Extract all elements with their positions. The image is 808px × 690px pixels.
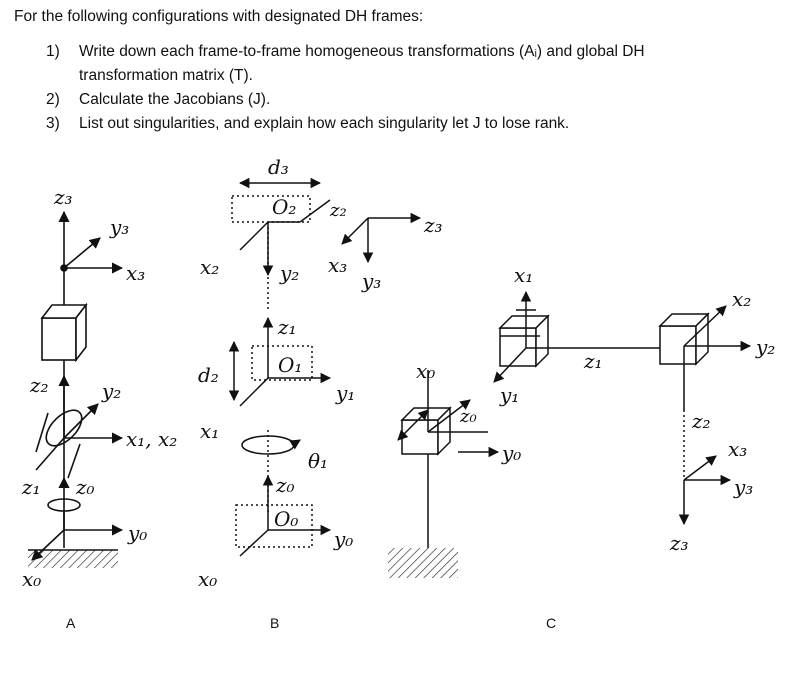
label-z1-c: z₁ <box>583 349 603 373</box>
label-y0-b: y₀ <box>333 527 353 551</box>
label-z3-c: z₃ <box>669 531 689 555</box>
label-O0-b: O₀ <box>274 507 298 531</box>
label-x0-c: x₀ <box>416 359 435 383</box>
question-1: 1) Write down each frame-to-frame homoge… <box>46 40 746 88</box>
base-box-c <box>401 419 439 455</box>
label-y2-c: y₂ <box>755 335 775 359</box>
label-x1-b: x₁ <box>200 419 219 443</box>
axis-y2-a <box>63 403 99 439</box>
label-x1-c: x₁ <box>514 263 533 287</box>
axis-z0-c <box>427 399 471 433</box>
label-x3-a: x₃ <box>126 261 145 285</box>
label-x2-c: x₂ <box>732 287 751 311</box>
caption-a: A <box>66 615 76 631</box>
question-3: 3) List out singularities, and explain h… <box>46 112 746 136</box>
axis-x0-c <box>397 409 429 441</box>
caption-c: C <box>546 615 556 631</box>
theta1-arrow <box>289 439 301 450</box>
joint2-box-c <box>659 325 697 365</box>
label-x3-c: x₃ <box>728 437 747 461</box>
label-z0-a: z₀ <box>75 475 95 499</box>
joint1-box-c <box>499 327 537 367</box>
label-z2-a: z₂ <box>29 373 49 397</box>
prismatic-box-a <box>41 317 77 361</box>
frame1-dotted-box <box>251 345 313 381</box>
axis-x0-b <box>239 529 269 557</box>
joint-cyl-side1 <box>35 412 49 453</box>
label-x1x2-a: x₁, x₂ <box>126 427 177 451</box>
question-2: 2) Calculate the Jacobians (J). <box>46 88 746 112</box>
label-y1-c: y₁ <box>499 383 519 407</box>
label-x2-b: x₂ <box>200 255 219 279</box>
figure-a <box>28 210 124 568</box>
label-z2-b: z₂ <box>329 200 347 221</box>
axis-x3-b <box>341 217 369 245</box>
label-theta1-b: θ₁ <box>308 449 328 473</box>
question-number: 3) <box>46 115 60 132</box>
axis-y1-c <box>493 347 527 383</box>
label-y2-b: y₂ <box>279 261 299 285</box>
axis-z2-b <box>299 199 331 223</box>
figure-a-labels: z₃ y₃ x₃ z₂ y₂ x₁, x₂ z₁ z₀ y₀ x₀ A <box>21 185 177 631</box>
axis-x2-c <box>683 305 727 347</box>
label-z3-b: z₃ <box>423 213 443 237</box>
label-z1-a: z₁ <box>21 475 41 499</box>
label-O2-b: O₂ <box>272 195 296 219</box>
label-y0-c: y₀ <box>501 441 521 465</box>
joint1-box-side <box>535 314 549 368</box>
label-z3-a: z₃ <box>53 185 73 209</box>
axis-x1-b <box>239 377 269 407</box>
figure-c <box>388 290 752 578</box>
axis-x2-b <box>239 221 269 251</box>
label-y2-a: y₂ <box>101 379 121 403</box>
label-O1-b: O₁ <box>278 353 302 377</box>
axis-z1-a <box>35 437 65 471</box>
question-text: Calculate the Jacobians (J). <box>79 91 271 108</box>
label-d3-b: d₃ <box>268 155 289 179</box>
question-number: 1) <box>46 43 60 60</box>
label-y1-b: y₁ <box>335 381 355 405</box>
caption-b: B <box>270 615 279 631</box>
axis-x0-a <box>31 529 65 561</box>
question-text: Write down each frame-to-frame homogeneo… <box>79 43 645 84</box>
axis-y3-a <box>63 237 101 269</box>
label-y0-a: y₀ <box>127 521 147 545</box>
ground-hatch-c <box>388 548 458 578</box>
figure-b <box>228 177 422 557</box>
axis-x3-c <box>683 455 717 481</box>
label-z2-c: z₂ <box>691 409 711 433</box>
joint-cyl-side2 <box>67 443 81 479</box>
base-box-side <box>437 406 451 456</box>
frame0-dotted-box <box>235 504 313 548</box>
question-list: 1) Write down each frame-to-frame homoge… <box>46 40 746 136</box>
label-y3-b: y₃ <box>361 269 381 293</box>
prismatic-box-side <box>75 302 87 363</box>
question-number: 2) <box>46 91 60 108</box>
label-z1-b: z₁ <box>277 315 297 339</box>
label-d2-b: d₂ <box>198 363 219 387</box>
label-y3-c: y₃ <box>733 475 753 499</box>
label-x3-b: x₃ <box>328 253 347 277</box>
ground-hatch-a <box>28 550 118 568</box>
label-z0-b: z₀ <box>275 473 295 497</box>
problem-intro: For the following configurations with de… <box>14 8 424 25</box>
label-x0-a: x₀ <box>22 567 41 591</box>
question-text: List out singularities, and explain how … <box>79 115 570 132</box>
label-z0-c: z₀ <box>459 406 477 427</box>
label-y3-a: y₃ <box>109 215 129 239</box>
figure-c-labels: x₁ x₀ y₁ z₀ y₀ z₁ x₂ y₂ z₂ x₃ y₃ z₃ C <box>416 263 775 631</box>
figure-b-labels: d₃ O₂ z₂ x₂ y₂ z₃ x₃ y₃ z₁ d₂ O₁ y₁ x₁ θ… <box>198 155 443 631</box>
frame2-dotted-box <box>231 195 311 223</box>
label-x0-b: x₀ <box>198 567 217 591</box>
